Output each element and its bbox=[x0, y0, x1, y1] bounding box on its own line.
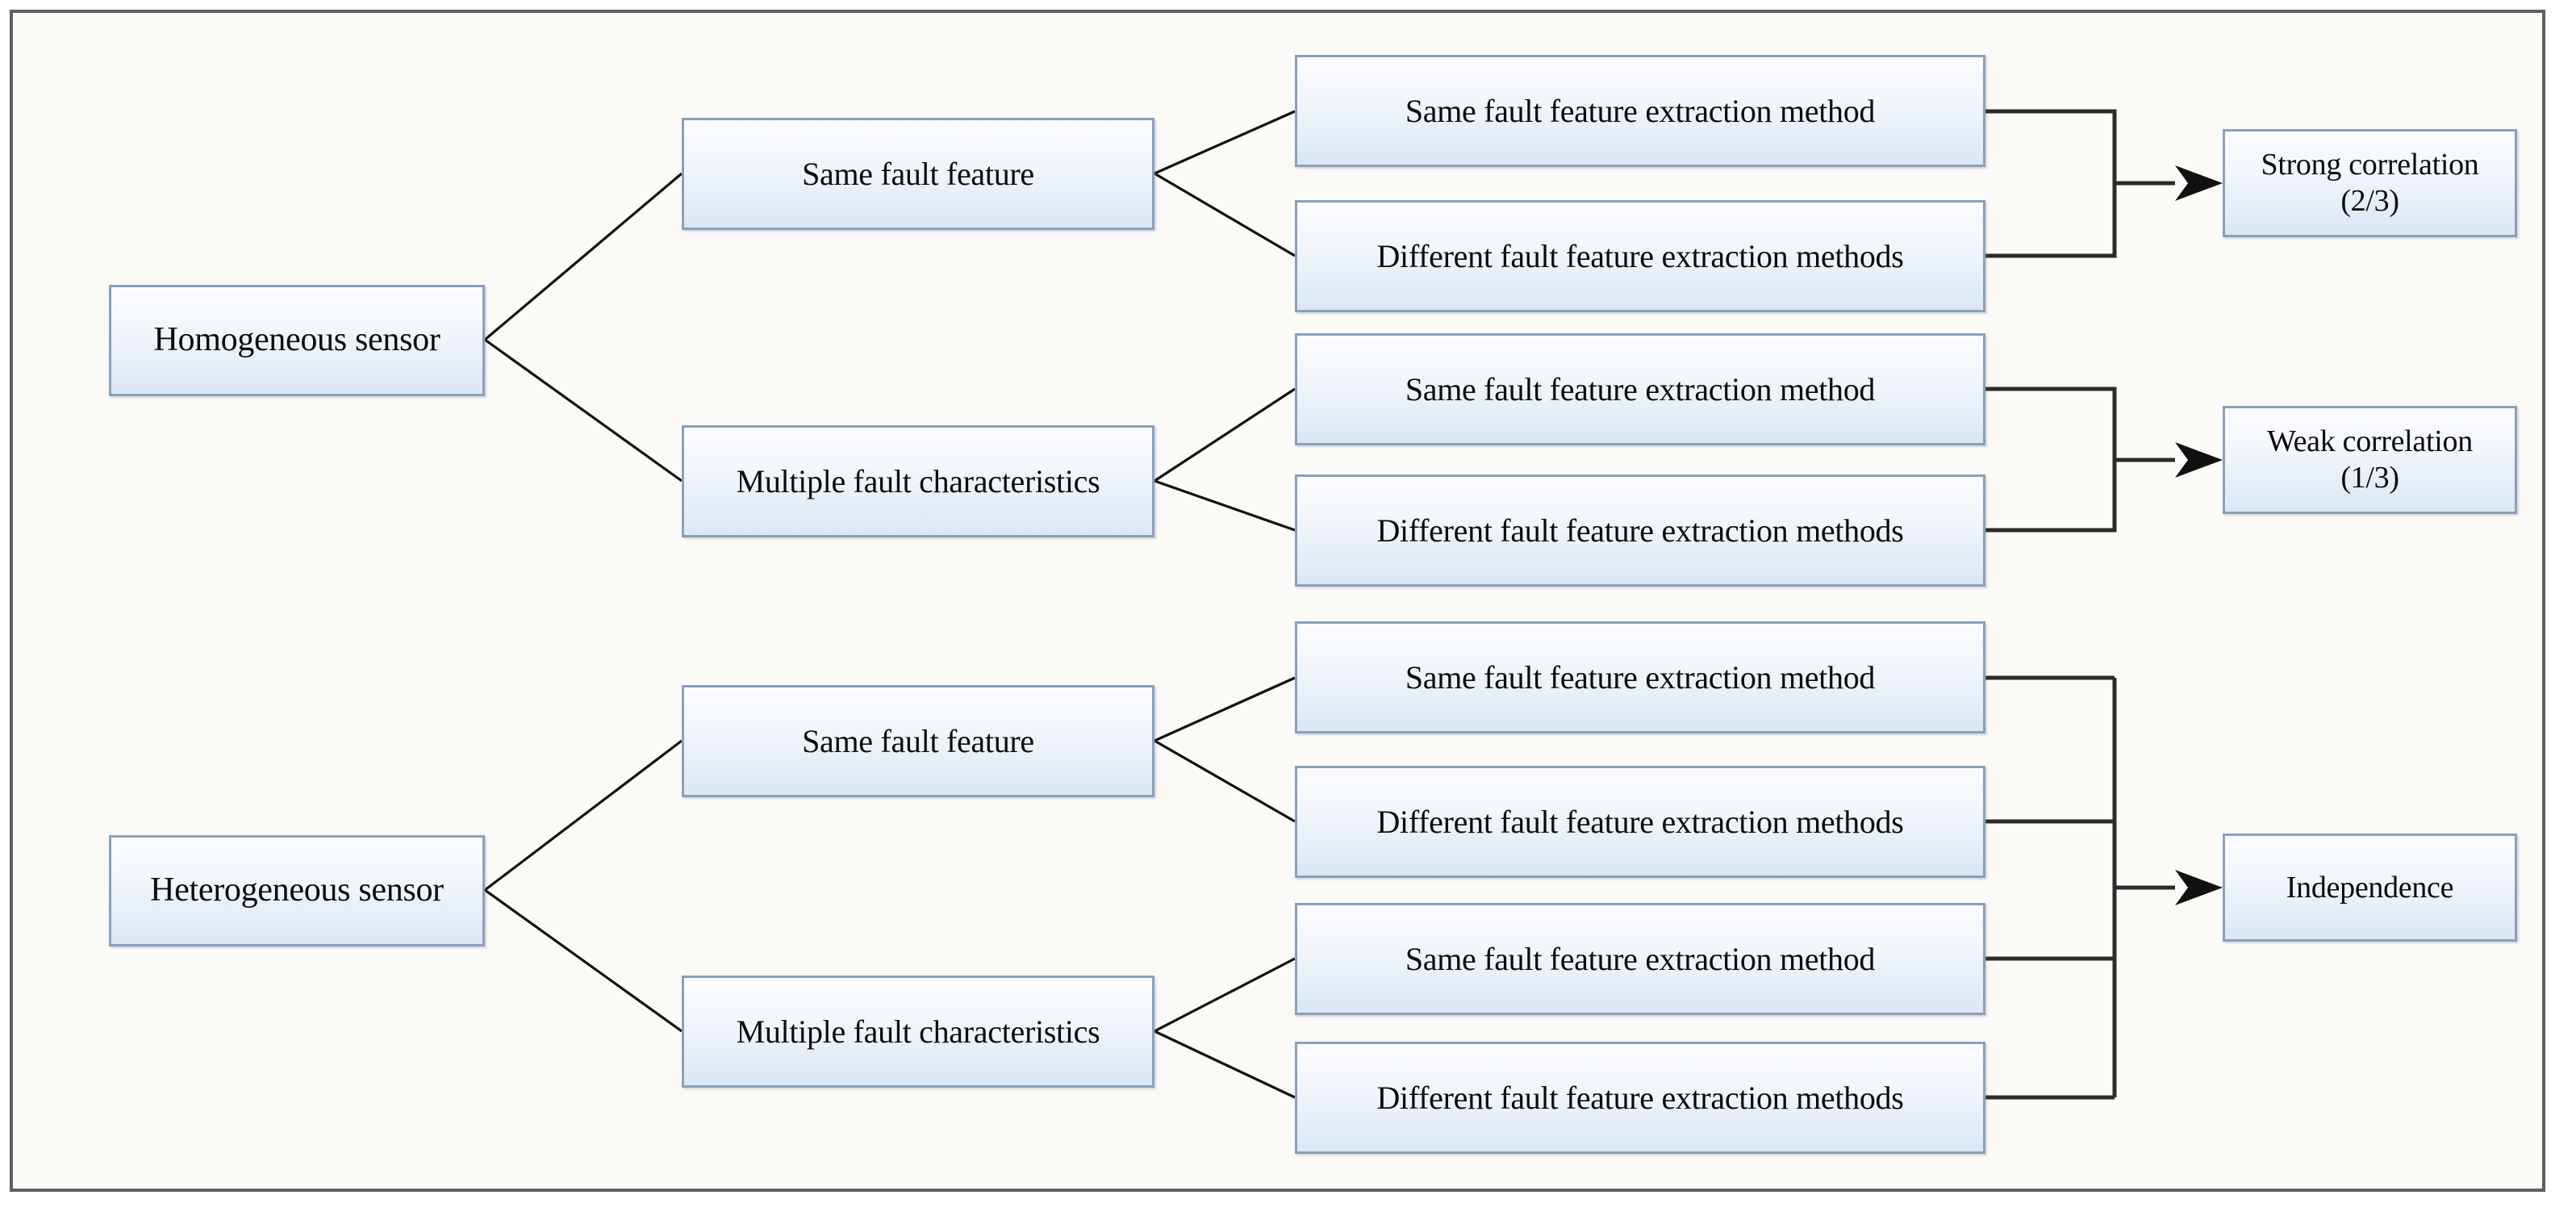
node-outcome-weak-correlation-ratio: (1/3) bbox=[2340, 461, 2399, 495]
node-outcome-strong-correlation[interactable]: Strong correlation (2/3) bbox=[2223, 129, 2517, 237]
node-hetero-multiple-fault-characteristics-label: Multiple fault characteristics bbox=[736, 1013, 1100, 1050]
diagram-frame bbox=[10, 10, 2545, 1192]
node-method-6-label: Different fault feature extraction metho… bbox=[1376, 803, 1904, 840]
node-homo-same-fault-feature-label: Same fault feature bbox=[802, 155, 1034, 192]
node-method-3-label: Same fault feature extraction method bbox=[1405, 370, 1876, 407]
node-heterogeneous-sensor-label: Heterogeneous sensor bbox=[150, 871, 444, 909]
node-method-8[interactable]: Different fault feature extraction metho… bbox=[1295, 1042, 1985, 1154]
node-method-7[interactable]: Same fault feature extraction method bbox=[1295, 903, 1985, 1015]
node-method-1[interactable]: Same fault feature extraction method bbox=[1295, 55, 1985, 167]
node-homogeneous-sensor-label: Homogeneous sensor bbox=[153, 321, 440, 359]
node-outcome-strong-correlation-label: Strong correlation bbox=[2261, 148, 2479, 182]
node-hetero-multiple-fault-characteristics[interactable]: Multiple fault characteristics bbox=[682, 976, 1154, 1088]
node-outcome-independence[interactable]: Independence bbox=[2223, 834, 2517, 942]
node-outcome-strong-correlation-ratio: (2/3) bbox=[2340, 184, 2399, 218]
node-method-8-label: Different fault feature extraction metho… bbox=[1376, 1079, 1904, 1116]
node-method-5-label: Same fault feature extraction method bbox=[1405, 658, 1876, 696]
node-heterogeneous-sensor[interactable]: Heterogeneous sensor bbox=[109, 835, 485, 946]
node-homo-same-fault-feature[interactable]: Same fault feature bbox=[682, 118, 1154, 230]
node-outcome-weak-correlation[interactable]: Weak correlation (1/3) bbox=[2223, 406, 2517, 514]
node-method-2-label: Different fault feature extraction metho… bbox=[1376, 237, 1904, 274]
node-method-3[interactable]: Same fault feature extraction method bbox=[1295, 333, 1985, 445]
node-hetero-same-fault-feature[interactable]: Same fault feature bbox=[682, 685, 1154, 797]
node-method-2[interactable]: Different fault feature extraction metho… bbox=[1295, 200, 1985, 312]
node-method-4[interactable]: Different fault feature extraction metho… bbox=[1295, 474, 1985, 587]
node-method-5[interactable]: Same fault feature extraction method bbox=[1295, 621, 1985, 733]
node-outcome-independence-label: Independence bbox=[2286, 870, 2454, 905]
node-homo-multiple-fault-characteristics-label: Multiple fault characteristics bbox=[736, 462, 1100, 499]
node-method-6[interactable]: Different fault feature extraction metho… bbox=[1295, 766, 1985, 878]
node-method-4-label: Different fault feature extraction metho… bbox=[1376, 512, 1904, 549]
node-method-7-label: Same fault feature extraction method bbox=[1405, 940, 1876, 977]
node-homogeneous-sensor[interactable]: Homogeneous sensor bbox=[109, 285, 485, 396]
node-outcome-weak-correlation-label: Weak correlation bbox=[2267, 424, 2473, 459]
node-hetero-same-fault-feature-label: Same fault feature bbox=[802, 722, 1034, 759]
node-homo-multiple-fault-characteristics[interactable]: Multiple fault characteristics bbox=[682, 425, 1154, 537]
node-method-1-label: Same fault feature extraction method bbox=[1405, 92, 1876, 129]
